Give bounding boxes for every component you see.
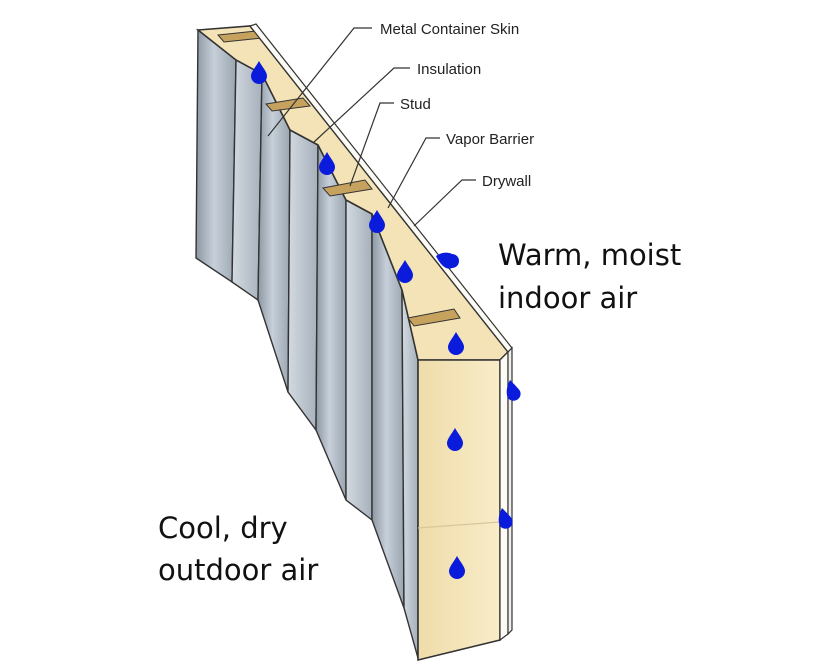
label-metal-container-skin: Metal Container Skin <box>380 21 519 38</box>
water-drop-icon <box>369 210 385 233</box>
label-insulation: Insulation <box>417 61 481 78</box>
water-drop-icon <box>448 332 464 355</box>
callout-leaders <box>267 27 476 227</box>
surface-droplets <box>436 252 521 529</box>
water-drop-icon <box>498 508 513 529</box>
label-stud: Stud <box>400 96 431 113</box>
outdoor-air-line1: Cool, dry <box>158 511 288 545</box>
water-droplets <box>251 61 465 579</box>
water-drop-icon <box>397 260 413 283</box>
drywall-layer <box>248 23 513 642</box>
water-drop-icon <box>319 152 335 175</box>
water-drop-icon <box>506 380 521 401</box>
label-drywall: Drywall <box>482 173 531 190</box>
outdoor-air-line2: outdoor air <box>158 553 318 587</box>
insulation-end-face <box>417 359 501 662</box>
indoor-air-line2: indoor air <box>498 281 637 315</box>
water-drop-icon <box>449 556 465 579</box>
label-vapor-barrier: Vapor Barrier <box>446 131 534 148</box>
water-drop-icon <box>251 61 267 84</box>
indoor-air-line1: Warm, moist <box>498 238 681 272</box>
water-drop-icon <box>447 428 463 451</box>
water-drop-icon <box>436 252 459 269</box>
